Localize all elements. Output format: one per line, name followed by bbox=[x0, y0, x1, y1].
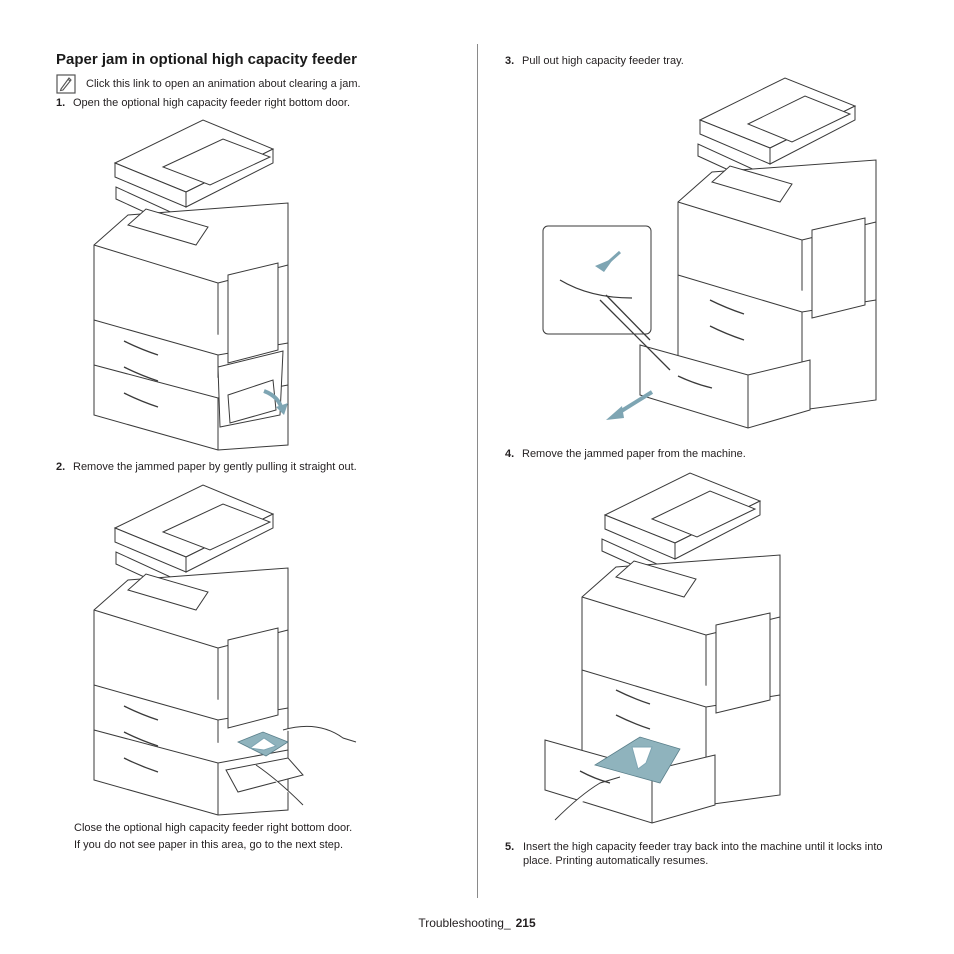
step-text: Remove the jammed paper from the machine… bbox=[522, 448, 746, 460]
page-title: Paper jam in optional high capacity feed… bbox=[56, 51, 357, 68]
illustration-open-right-door bbox=[93, 119, 289, 451]
step-text: Remove the jammed paper by gently pullin… bbox=[73, 461, 357, 473]
step-number: 3. bbox=[505, 55, 515, 67]
step-number: 1. bbox=[56, 97, 66, 109]
step-number: 4. bbox=[505, 448, 515, 460]
column-divider bbox=[477, 44, 478, 898]
animation-note[interactable]: Click this link to open an animation abo… bbox=[56, 74, 361, 94]
animation-note-text[interactable]: Click this link to open an animation abo… bbox=[86, 78, 361, 90]
page-number: 215 bbox=[515, 916, 536, 930]
step-5: 5. Insert the high capacity feeder tray b… bbox=[505, 840, 895, 868]
next-step-text: If you do not see paper in this area, go… bbox=[74, 839, 344, 851]
step-number: 2. bbox=[56, 461, 66, 473]
footer-section: Troubleshooting_ bbox=[418, 916, 511, 930]
step-3: 3. Pull out high capacity feeder tray. bbox=[505, 54, 684, 68]
after-step-2-text: Close the optional high capacity feeder … bbox=[74, 820, 352, 854]
step-number: 5. bbox=[505, 841, 515, 853]
step-2: 2. Remove the jammed paper by gently pull… bbox=[56, 460, 357, 474]
step-4: 4. Remove the jammed paper from the machi… bbox=[505, 447, 746, 461]
illustration-remove-paper-from-tray bbox=[544, 472, 781, 824]
step-1: 1. Open the optional high capacity feeder… bbox=[56, 96, 350, 110]
step-text: Open the optional high capacity feeder r… bbox=[73, 97, 351, 109]
step-text: Insert the high capacity feeder tray bac… bbox=[523, 841, 883, 867]
animation-link-icon[interactable] bbox=[56, 74, 76, 94]
step-text: Pull out high capacity feeder tray. bbox=[522, 55, 684, 67]
page-footer: Troubleshooting_ 215 bbox=[0, 916, 954, 930]
illustration-remove-jammed-paper bbox=[93, 484, 357, 816]
close-door-text: Close the optional high capacity feeder … bbox=[74, 822, 353, 834]
illustration-pull-out-tray bbox=[542, 77, 877, 429]
